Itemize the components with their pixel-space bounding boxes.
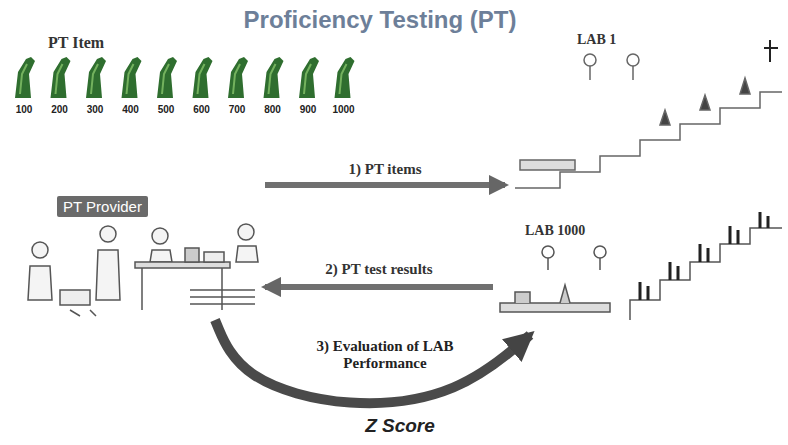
lab-label: LAB 1000 (525, 223, 585, 239)
score-label: Z Score (365, 415, 435, 437)
illustration-part (190, 290, 255, 304)
pt-item-vials (15, 57, 355, 98)
illustration-part (520, 160, 575, 170)
flow-arrow (265, 182, 505, 188)
item-number: 800 (264, 104, 281, 116)
illustration-part (15, 57, 35, 98)
illustration-part (236, 246, 258, 262)
illustration-part (264, 57, 284, 98)
illustration-part (764, 40, 778, 62)
illustration-part (100, 226, 116, 242)
provider-label: PT Provider (57, 196, 148, 217)
illustration-part (60, 290, 90, 305)
illustration-part (547, 258, 549, 270)
illustration-part (228, 57, 248, 98)
item-number: 100 (16, 104, 33, 116)
item-number: 500 (158, 104, 175, 116)
illustration-part (70, 310, 96, 316)
item-number: 400 (122, 104, 139, 116)
illustration-part (32, 242, 48, 258)
illustration-part (135, 262, 230, 268)
illustration-region: PT Provider (15, 178, 265, 320)
lab-label: LAB 1 (577, 32, 616, 48)
illustration-part (122, 57, 142, 98)
illustration-part (589, 66, 591, 80)
illustration-part (193, 57, 213, 98)
diagram-title: Proficiency Testing (PT) (244, 6, 517, 34)
illustration-part (238, 224, 254, 240)
illustration-part (584, 54, 596, 66)
flow-arrow (215, 320, 530, 403)
illustration-part (204, 252, 224, 262)
provider-illustration (28, 224, 258, 316)
illustration-part (157, 57, 177, 98)
item-number: 700 (229, 104, 246, 116)
item-heading: PT Item (48, 34, 104, 52)
illustration-region: LAB 1 (505, 28, 785, 195)
illustration-part (51, 57, 71, 98)
illustration-part (185, 248, 199, 262)
item-number: 900 (300, 104, 317, 116)
arrow-label: 1) PT items (345, 161, 424, 178)
item-number: 1000 (332, 104, 354, 116)
illustration-part (542, 246, 554, 258)
illustration-part (627, 54, 639, 66)
illustration-part (599, 258, 601, 270)
item-number: 200 (51, 104, 68, 116)
illustration-part (594, 246, 606, 258)
illustration-part (86, 57, 106, 98)
illustration-part (500, 303, 610, 312)
illustration-part (152, 228, 168, 244)
item-number: 300 (87, 104, 104, 116)
flow-arrow (265, 284, 493, 290)
illustration-part (299, 57, 319, 98)
illustration-part (96, 250, 120, 300)
illustration-part (660, 78, 750, 125)
lab-1000-illustration (500, 212, 782, 320)
arrow-label: 3) Evaluation of LAB Performance (312, 338, 458, 373)
illustration-part (632, 66, 634, 80)
illustration-region: LAB 1000 (493, 215, 785, 335)
arrow-label: 2) PT test results (322, 261, 435, 278)
item-number: 600 (193, 104, 210, 116)
lab-1-illustration (515, 40, 782, 188)
illustration-part (335, 57, 355, 98)
illustration-part (640, 212, 768, 300)
illustration-part (150, 250, 172, 262)
illustration-part (28, 266, 52, 300)
illustration-part (515, 92, 782, 188)
illustration-part (515, 285, 570, 303)
illustration-part (630, 228, 782, 320)
